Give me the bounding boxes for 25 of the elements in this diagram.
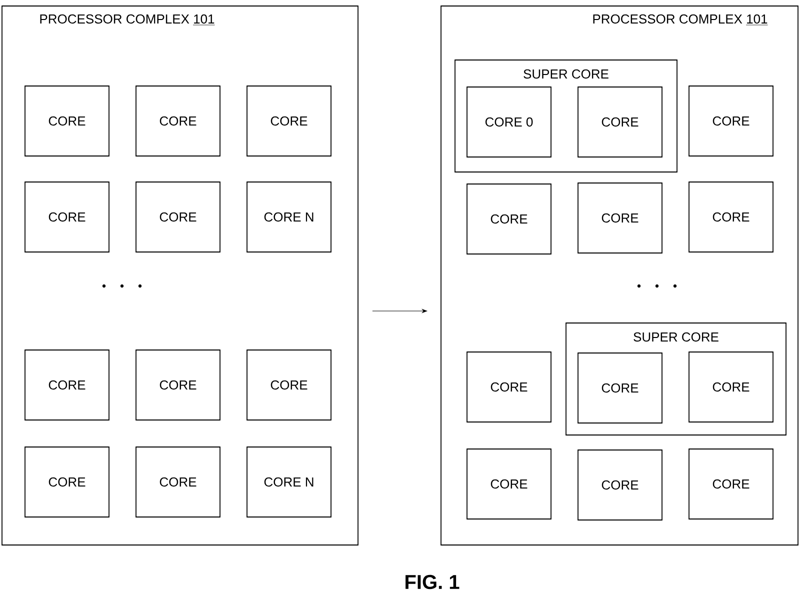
core-box: CORE [578,352,662,424]
core-box: CORE N [246,182,332,252]
core-box: CORE [24,86,110,156]
core-box: CORE [136,86,220,156]
core-box: CORE [688,86,774,156]
core-box: CORE 0 [466,86,552,158]
core-box: CORE [578,182,662,254]
core-box: CORE [466,352,552,422]
core-box: CORE [466,448,552,520]
core-box: CORE [24,350,110,420]
core-box: CORE [24,182,110,252]
core-box: CORE [578,86,662,158]
core-box: CORE [688,352,774,422]
core-box: CORE [24,446,110,518]
core-box: CORE [136,182,220,252]
core-box: CORE N [246,446,332,518]
core-box: CORE [688,448,774,520]
figure-caption: FIG. 1 [406,574,460,590]
core-box: CORE [136,446,220,518]
core-box: CORE [688,182,774,252]
core-box: CORE [246,350,332,420]
core-box: CORE [246,86,332,156]
core-box: CORE [578,450,662,520]
core-box: CORE [466,184,552,254]
core-box: CORE [136,350,220,420]
